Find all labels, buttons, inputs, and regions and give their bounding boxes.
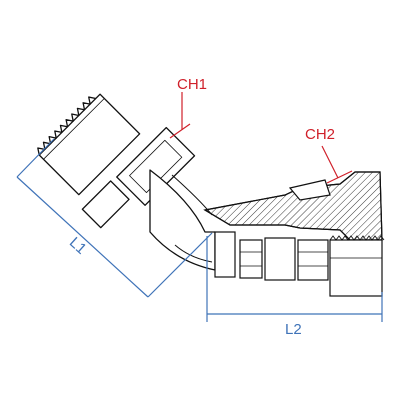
l2-label: L2 [285, 321, 302, 338]
hex-boss [81, 180, 130, 229]
ch2-label: CH2 [305, 126, 335, 143]
l1-dimension [16, 138, 213, 298]
section-hatch [203, 171, 383, 241]
ch1-callout [169, 92, 191, 139]
angled-body [37, 93, 216, 271]
l2-dimension [206, 236, 383, 322]
ch1-label: CH1 [177, 76, 207, 93]
nut-body [116, 126, 196, 206]
male-thread-end [37, 93, 141, 196]
l1-label: L1 [66, 234, 90, 258]
ch2-callout [321, 145, 353, 184]
swivel-nut [214, 231, 385, 297]
